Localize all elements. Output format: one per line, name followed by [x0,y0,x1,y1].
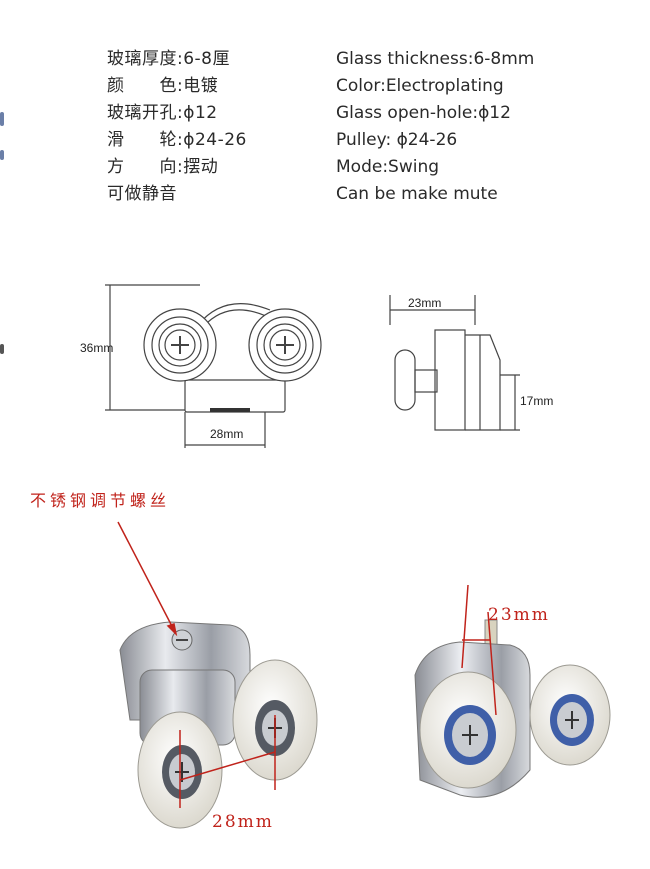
front-view-drawing: 36mm 28mm [80,284,322,448]
roller-photo-left [119,621,318,829]
side-top-label: 23mm [408,296,441,310]
clamp-depth-label: 23mm [488,605,550,625]
spec-glass-hole-cn: 玻璃开孔:ϕ12 [107,103,218,123]
spec-mute-en: Can be make mute [336,184,498,204]
front-height-label: 36mm [80,341,113,355]
pulley-span-label: 28mm [212,812,274,832]
spec-mode-en: Mode:Swing [336,157,440,177]
spec-list-english: Glass thickness:6-8mm Color:Electroplati… [336,46,636,208]
screw-annotation-label: 不锈钢调节螺丝 [30,491,171,510]
spec-glass-thickness-en: Glass thickness:6-8mm [336,49,535,69]
side-right-label: 17mm [520,394,553,408]
spec-glass-thickness-cn: 玻璃厚度:6-8厘 [107,49,230,69]
edge-mark [0,150,4,160]
roller-photo-right [414,619,611,798]
spec-pulley-cn: 滑 轮:ϕ24-26 [107,130,247,150]
spec-color-en: Color:Electroplating [336,76,504,96]
spec-glass-hole-en: Glass open-hole:ϕ12 [336,103,511,123]
spec-color-cn: 颜 色:电镀 [107,76,219,96]
spec-mute-cn: 可做静音 [107,184,177,204]
spec-list-chinese: 玻璃厚度:6-8厘 颜 色:电镀 玻璃开孔:ϕ12 滑 轮:ϕ24-26 方 向… [107,46,317,208]
spec-mode-cn: 方 向:摆动 [107,157,219,177]
front-width-label: 28mm [210,427,243,441]
edge-mark [0,112,4,126]
spec-pulley-en: Pulley: ϕ24-26 [336,130,458,150]
edge-mark [0,344,4,354]
side-view-drawing: 23mm 17mm [389,295,553,431]
